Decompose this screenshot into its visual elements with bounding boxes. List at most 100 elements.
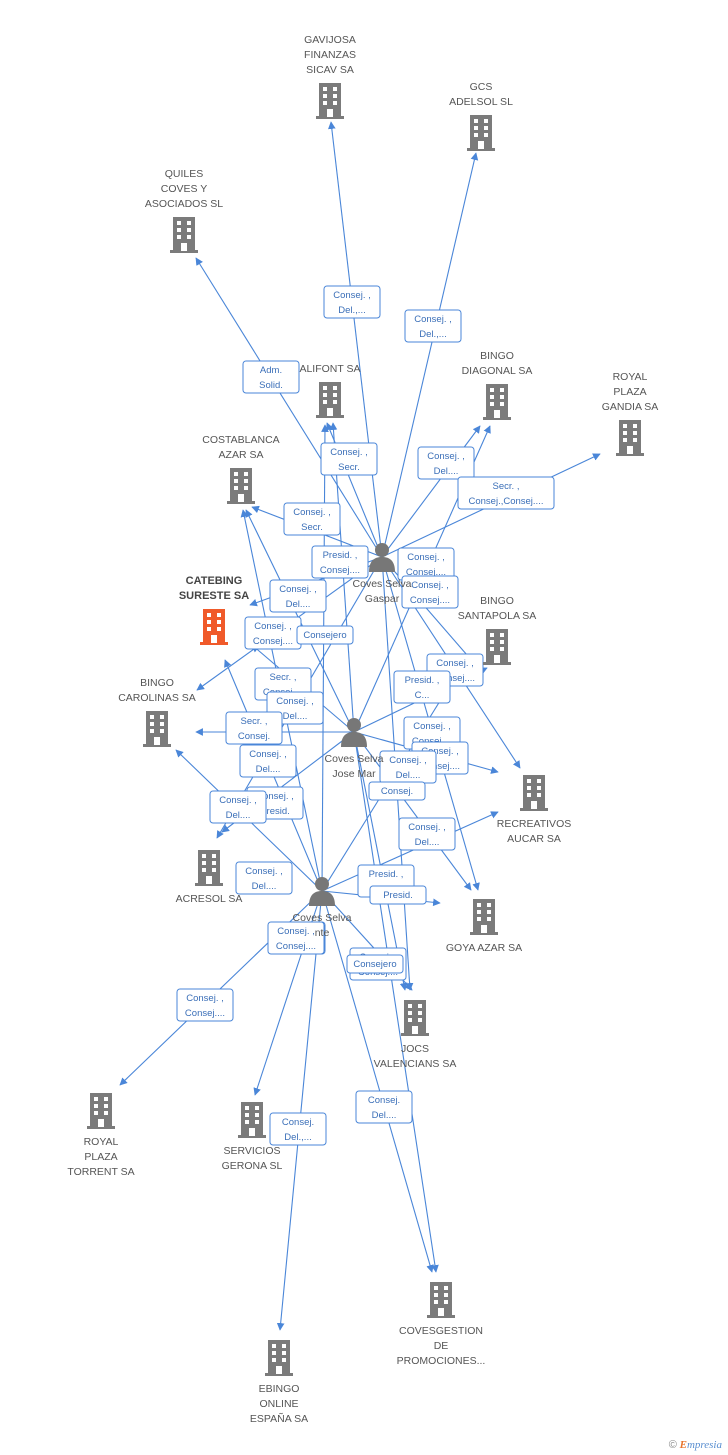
role-label[interactable]: Consej. ,Del.... [235,861,293,895]
company-node-alifont[interactable]: ALIFONT SA [299,363,361,418]
company-label: DE [434,1340,449,1352]
role-label[interactable]: Secr. ,Consej.,Consej.... [457,476,555,510]
role-label-text: Del.... [283,711,308,722]
company-label: ROYAL [84,1136,119,1148]
role-label-text: Adm. [260,365,282,376]
role-label-text: Del.... [372,1110,397,1121]
role-label-text: Consejero [353,959,396,970]
role-label[interactable]: Presid. ,Consej.... [311,545,369,579]
company-label: PLAZA [84,1151,117,1163]
brand-watermark[interactable]: © Empresia [669,1439,722,1451]
company-node-acresol[interactable]: ACRESOL SA [176,850,243,905]
role-label-text: Consej.... [406,567,446,578]
company-label: COSTABLANCA [202,434,279,446]
building-icon [483,384,511,420]
role-label[interactable]: Consej. ,Del.,... [404,309,462,343]
company-node-goya[interactable]: GOYA AZAR SA [446,899,522,954]
role-label-text: Del.... [434,466,459,477]
company-node-royal-torrent[interactable]: ROYAL PLAZA TORRENT SA [67,1093,135,1178]
role-label-text: Consej. , [279,584,317,595]
role-label[interactable]: Consej. ,Consej.... [397,547,455,581]
role-label-text: Consej. , [256,791,294,802]
role-label[interactable]: Consej. ,Consej.... [267,921,325,955]
role-label-text: Presid. [260,806,290,817]
role-label-text: Consej.... [276,941,316,952]
person-label: Coves Selva [293,912,352,924]
relation-edge-jose-jocs [353,731,408,991]
building-icon [227,468,255,504]
role-label[interactable]: Consej. ,Del.... [398,817,456,851]
building-icon [265,1340,293,1376]
role-label[interactable]: Consej. ,Consej.... [244,616,302,650]
role-label[interactable]: Consejero [346,954,404,974]
company-label: GAVIJOSA [304,34,356,46]
role-label[interactable]: Consej. ,Del.,... [323,285,381,319]
role-label-text: Consejero [303,630,346,641]
company-label: GERONA SL [222,1160,283,1172]
role-label[interactable]: Secr. ,Consej. [225,711,283,745]
company-label: ADELSOL SL [449,96,513,108]
role-label-text: Secr. , [270,672,297,683]
company-label: TORRENT SA [67,1166,134,1178]
role-label[interactable]: Consej. ,Del.... [417,446,475,480]
role-label-text: Secr. , [241,716,268,727]
role-label[interactable]: Consej. [368,781,426,801]
role-label-text: Del.... [396,770,421,781]
building-icon [316,83,344,119]
role-label[interactable]: Consej. ,Consej.... [401,575,459,609]
role-label[interactable]: Consej. ,Del.... [239,744,297,778]
building-icon [238,1102,266,1138]
company-label: COVESGESTION [399,1325,483,1337]
role-label-text: Presid. [383,890,413,901]
role-label[interactable]: Consej.Del.,... [269,1112,327,1146]
company-label: RECREATIVOS [497,818,571,830]
role-label[interactable]: Adm.Solid. [242,360,300,394]
building-icon [520,775,548,811]
role-label[interactable]: Consej. ,Secr. [283,502,341,536]
role-label[interactable]: Consejero [296,625,354,645]
company-label: SANTAPOLA SA [458,610,537,622]
role-label-text: Consej.... [435,673,475,684]
role-label[interactable]: Presid. [369,885,427,905]
company-node-costablanca[interactable]: COSTABLANCA AZAR SA [202,434,280,504]
building-icon [195,850,223,886]
copyright-symbol: © [668,1439,677,1451]
role-label-text: Consej. , [411,580,449,591]
relation-edge-vicente-ebingo [276,890,323,1331]
role-label[interactable]: Consej. ,Del.... [269,579,327,613]
role-label[interactable]: Consej. ,Secr. [320,442,378,476]
company-label: AZAR SA [219,449,264,461]
role-label[interactable]: Presid. ,C... [393,670,451,704]
role-label-text: Consej.... [253,636,293,647]
company-label: PLAZA [613,386,646,398]
company-label: ROYAL [613,371,648,383]
role-label[interactable]: Consej.Del.... [355,1090,413,1124]
building-icon [143,711,171,747]
role-label-text: Del.,... [419,329,446,340]
role-label-text: Consej. , [436,658,474,669]
company-node-covesgestion[interactable]: COVESGESTIONDEPROMOCIONES... [397,1282,486,1367]
role-label[interactable]: Consej. ,Del.... [379,750,437,784]
relation-edge-vicente-recreativos [321,811,499,892]
person-label: Coves Selva [325,753,384,765]
building-icon [87,1093,115,1129]
role-label[interactable]: Consej. ,Del.... [209,790,267,824]
company-label: BINGO [480,350,514,362]
role-label[interactable]: Consej. ,Consej.... [176,988,234,1022]
